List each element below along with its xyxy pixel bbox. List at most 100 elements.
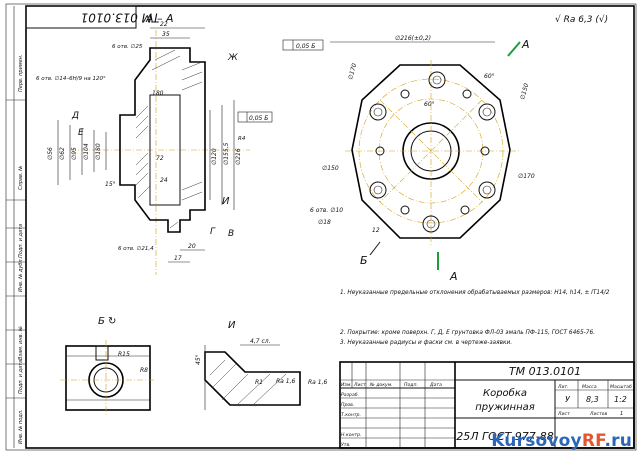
dim-holes3: 6 отв. ∅21,4 <box>118 246 154 252</box>
plan-dim-ang1: 60° <box>424 101 435 108</box>
plan-dim-d18: ∅18 <box>318 219 331 226</box>
note-1: 1. Неуказанные предельные отклонения обр… <box>340 290 610 296</box>
dim-l4: 72 <box>156 155 164 162</box>
title-doc-number: ТМ 013.0101 <box>509 365 581 378</box>
section-hatching <box>135 49 203 229</box>
view-b-dim-r: R15 <box>118 351 130 358</box>
note-3: 3. Неуказанные радиусы и фаски см. в чер… <box>340 340 512 346</box>
label-detail-i: И <box>222 196 230 207</box>
stamp-inv-dubl: Инв. № дубл. <box>18 258 24 292</box>
detail-i-profile <box>204 351 301 406</box>
view-b-title: Б <box>98 316 105 327</box>
svg-text:1: 1 <box>620 411 623 417</box>
label-d: Д <box>71 111 79 121</box>
svg-text:Разраб.: Разраб. <box>341 392 359 398</box>
dim-d7: ∅155,5 <box>223 142 230 165</box>
dim-d4: ∅104 <box>83 143 90 160</box>
svg-text:Лит.: Лит. <box>557 384 569 390</box>
detail-dim-k3: Ra 1,6 <box>308 379 327 386</box>
detail-dim-k1: 4,7 сл. <box>250 338 271 345</box>
title-lit-value: У <box>565 395 571 404</box>
dim-r: R4 <box>238 136 246 142</box>
dim-l2: 35 <box>162 31 170 38</box>
dim-l3: 180 <box>152 90 164 97</box>
svg-text:Н.контр.: Н.контр. <box>341 432 362 438</box>
svg-text:А: А <box>449 270 458 283</box>
dim-d5: ∅180 <box>95 143 102 160</box>
note-2: 2. Покрытие: кроме поверхн. Г, Д, Е грун… <box>340 330 595 336</box>
label-zh: Ж <box>227 53 238 63</box>
top-doc-number-box: ТМ 013.0101 <box>25 5 160 29</box>
plan-view: 0,05 Б ∅216(±0,2) <box>282 35 535 283</box>
svg-text:Подп.: Подп. <box>404 382 418 388</box>
view-b: Б ↻ R15 R8 <box>60 316 156 416</box>
plan-dim-ang2: 60° <box>484 73 495 80</box>
plan-dim-b1: ∅170 <box>347 62 358 80</box>
plan-flange-outline <box>351 64 511 239</box>
section-body <box>119 47 206 233</box>
svg-text:0,05 Б: 0,05 Б <box>296 43 315 50</box>
label-e: Е <box>78 128 84 138</box>
dim-l5: 20 <box>188 243 196 250</box>
stamp-podp-1: Подп. и дата <box>18 224 24 258</box>
plan-dim-d-right: ∅170 <box>518 173 535 180</box>
section-marker-b: Б <box>360 241 381 267</box>
detail-dim-k2: Ra 1,6 <box>276 378 295 385</box>
plan-dim-w: 12 <box>372 227 380 234</box>
dim-l7: 24 <box>160 177 168 184</box>
svg-text:Б: Б <box>360 254 368 267</box>
title-block: Изм. Лист № докум. Подп. Дата Разраб. Пр… <box>339 361 635 449</box>
dim-d8: ∅216 <box>235 148 242 165</box>
dim-holes: 6 отв. ∅14–6Н/9 на 120° <box>36 76 106 82</box>
dim-l6: 17 <box>174 255 182 262</box>
title-mass-value: 8,3 <box>586 395 599 404</box>
dim-d1: ∅56 <box>47 147 54 160</box>
svg-text:Изм.: Изм. <box>341 382 352 388</box>
section-bore <box>149 94 181 206</box>
svg-text:Пров.: Пров. <box>341 402 354 408</box>
svg-text:Утв.: Утв. <box>341 442 351 448</box>
svg-text:Масштаб: Масштаб <box>610 384 632 390</box>
detail-i: И 4,7 сл. Ra 1,6 Ra 1,6 45° R1 <box>195 320 327 410</box>
dim-holes2: 6 отв. ∅25 <box>112 44 143 50</box>
stamp-inv-podl: Инв. № подл. <box>18 410 24 445</box>
watermark: KursovoyRF.ru <box>491 431 632 451</box>
section-aa-title: А – А <box>145 12 174 25</box>
svg-text:Лист: Лист <box>353 382 366 388</box>
svg-text:А: А <box>521 38 530 51</box>
section-marker-a-bottom: А <box>437 252 458 283</box>
title-part-name-1: Коробка <box>483 387 527 399</box>
view-b-dim-s: R8 <box>140 367 148 374</box>
outer-frame <box>5 3 637 451</box>
detail-dim-k5: R1 <box>255 379 263 386</box>
stamp-sprav: Справ. № <box>18 166 24 190</box>
dim-d3: ∅95 <box>71 147 78 160</box>
dim-angle: 15° <box>105 181 116 188</box>
dim-d6: ∅120 <box>211 148 218 165</box>
roughness-general: √ Ra 6,3 (√) <box>555 14 608 25</box>
plan-dim-top: ∅216(±0,2) <box>395 35 431 42</box>
top-doc-number: ТМ 013.0101 <box>81 11 160 25</box>
stamp-vzam-inv: Взам. инв. № <box>18 326 24 360</box>
svg-text:Листов: Листов <box>589 411 607 417</box>
detail-i-title: И <box>228 320 236 331</box>
title-scale-value: 1:2 <box>614 395 627 404</box>
title-material: 25Л ГОСТ 977-88 <box>456 430 553 443</box>
notes: 1. Неуказанные предельные отклонения обр… <box>340 290 610 346</box>
tolerance-frame-1: 0,05 Б <box>237 111 273 123</box>
svg-text:0,05 Б: 0,05 Б <box>249 115 268 122</box>
svg-text:Масса: Масса <box>582 384 597 390</box>
detail-dim-k4: 45° <box>195 354 202 365</box>
plan-holes-large <box>369 71 496 233</box>
plan-dim-holes: 6 отв. ∅10 <box>310 207 343 214</box>
plan-holes-small <box>375 89 490 215</box>
title-part-name-2: пружинная <box>475 402 535 413</box>
section-marker-a-top: А <box>507 38 530 57</box>
label-v: В <box>228 229 234 239</box>
section-dims-left <box>57 27 235 263</box>
tolerance-frame-2: 0,05 Б <box>282 39 324 51</box>
dim-d2: ∅62 <box>59 147 66 160</box>
svg-text:Т.контр.: Т.контр. <box>341 412 361 418</box>
svg-text:Лист: Лист <box>557 411 570 417</box>
